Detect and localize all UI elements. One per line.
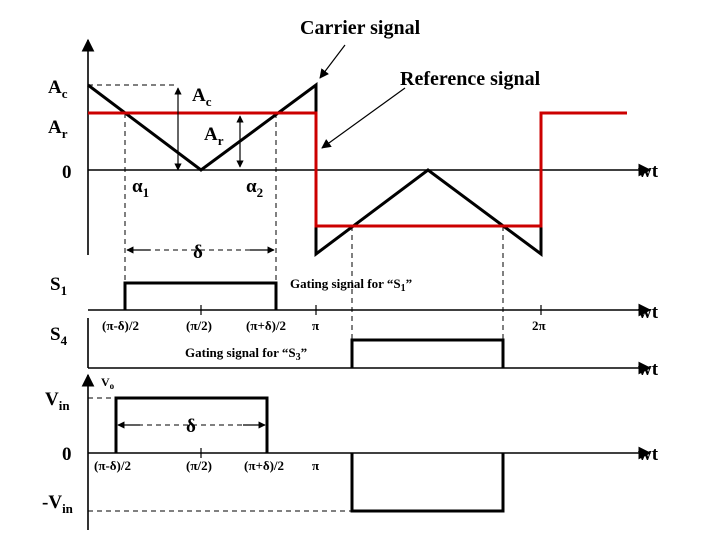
- vo-label: Vo: [101, 375, 115, 391]
- wt-label-panel3: wt: [638, 359, 659, 380]
- tick-label-pi-minus-delta: (π-δ)/2: [102, 318, 139, 333]
- ar-mid-label: Ar: [204, 124, 224, 148]
- carrier-callout-arrow: [319, 44, 346, 79]
- reference-waveform: [88, 111, 627, 228]
- alpha1-label: α1: [132, 176, 149, 200]
- carrier-signal-label: Carrier signal: [300, 17, 421, 39]
- wt-label-panel4: wt: [638, 444, 659, 465]
- tick-label-pi-half-panel4: (π/2): [186, 458, 212, 473]
- tick-label-pi-panel4: π: [312, 458, 319, 473]
- tick-label-pi-plus-delta-panel4: (π+δ)/2: [244, 458, 284, 473]
- panel-s1-gating: S1 Gating signal for “S1” wt (π-δ)/2 (π/…: [50, 274, 659, 333]
- gating-s3-label: Gating signal for “S3”: [185, 345, 307, 363]
- alpha2-label: α2: [246, 176, 263, 200]
- delta-label-panel1: δ: [193, 242, 203, 263]
- vin-label: Vin: [45, 389, 70, 413]
- neg-vin-label: -Vin: [42, 492, 74, 516]
- ar-label: Ar: [48, 117, 68, 141]
- ac-label: Ac: [48, 77, 68, 101]
- negative-output-pulse: [350, 453, 505, 513]
- reference-signal-label: Reference signal: [400, 68, 541, 90]
- ac-mid-label: Ac: [192, 85, 212, 109]
- carrier-waveform: [87, 82, 543, 257]
- s1-pulse: [123, 281, 278, 310]
- panel-s4-gating: S4 Gating signal for “S3” wt: [50, 318, 659, 380]
- panel-output-voltage: Vo Vin 0 -Vin wt δ (π-δ)/2 (π/2) (π+δ)/2…: [42, 373, 659, 530]
- s4-label: S4: [50, 324, 68, 348]
- delta-label-panel4: δ: [186, 416, 196, 437]
- tick-label-pi: π: [312, 318, 319, 333]
- tick-label-2pi: 2π: [532, 318, 546, 333]
- wt-label-panel2: wt: [638, 302, 659, 323]
- zero-label-panel4: 0: [62, 444, 72, 465]
- tick-label-pi-half: (π/2): [186, 318, 212, 333]
- zero-label-panel1: 0: [62, 162, 72, 183]
- tick-label-pi-plus-delta: (π+δ)/2: [246, 318, 286, 333]
- panel-carrier-reference: Carrier signal Reference signal Ac Ar 0 …: [48, 17, 659, 368]
- s1-label: S1: [50, 274, 67, 298]
- reference-callout-arrow: [321, 87, 406, 149]
- tick-label-pi-minus-delta-panel4: (π-δ)/2: [94, 458, 131, 473]
- s4-pulse: [350, 338, 505, 368]
- wt-label-panel1: wt: [638, 161, 659, 182]
- positive-output-pulse: [114, 396, 269, 453]
- gating-s1-label: Gating signal for “S1”: [290, 276, 412, 294]
